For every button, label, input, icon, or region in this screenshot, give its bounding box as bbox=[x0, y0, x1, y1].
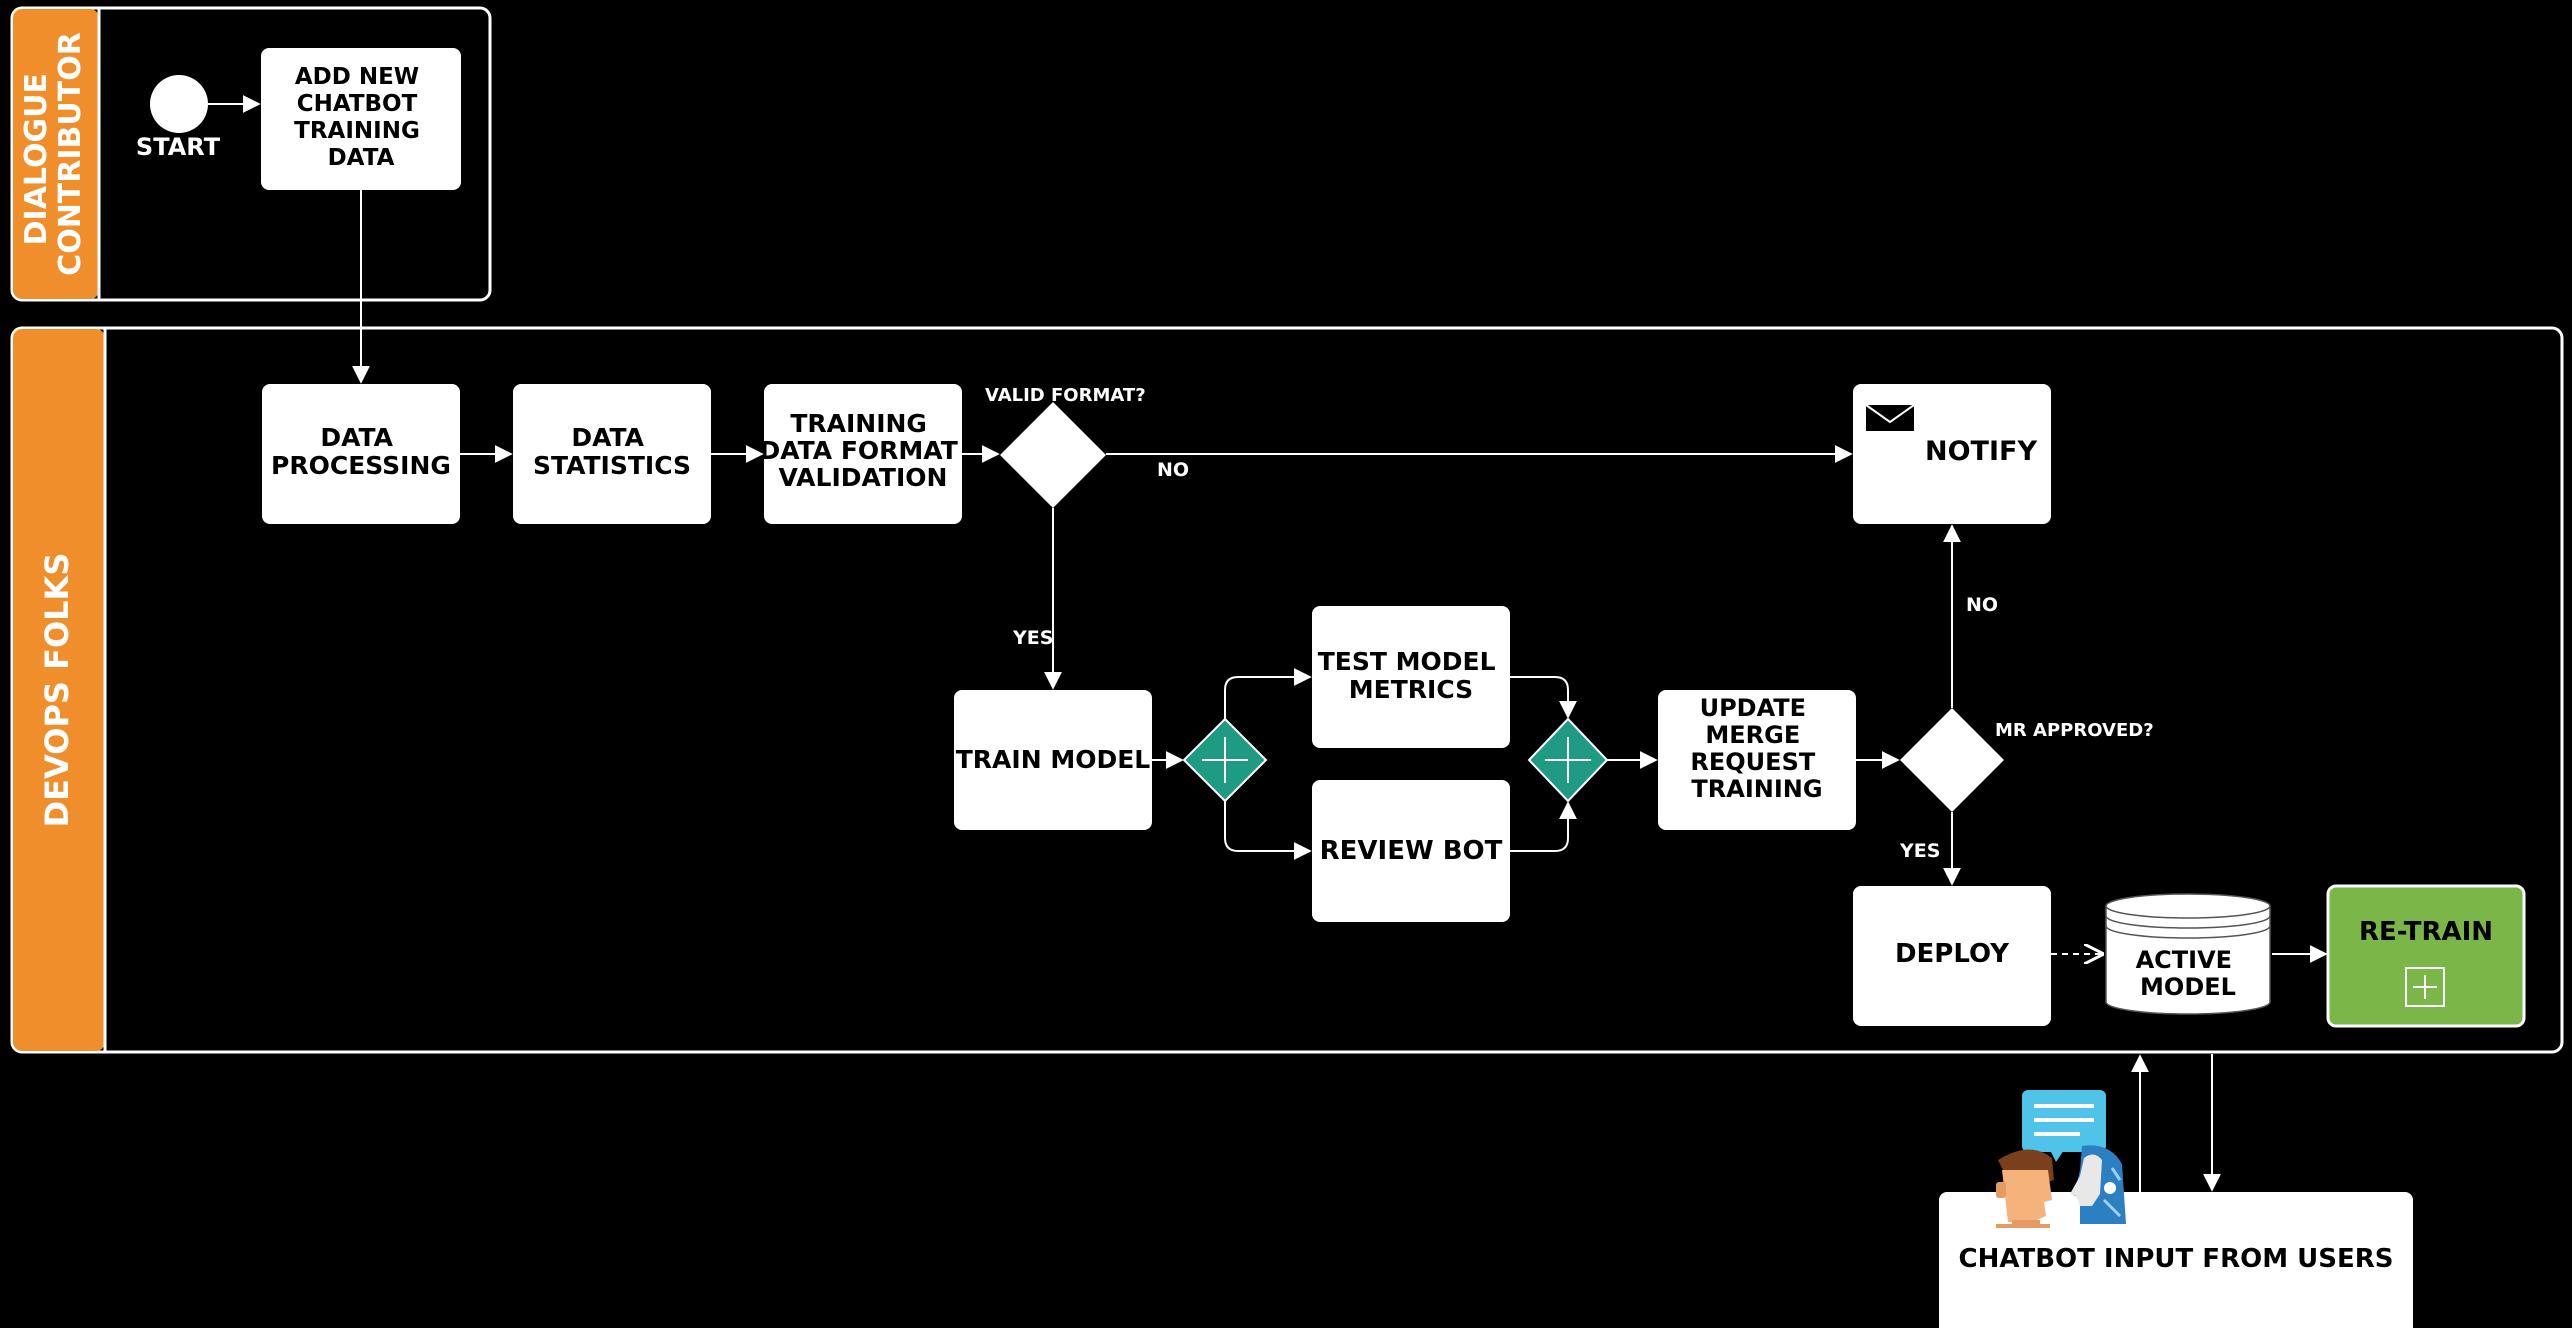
human-face-icon bbox=[1996, 1149, 2054, 1228]
svg-text:ACTIVE MODEL: ACTIVE MODEL bbox=[2136, 946, 2241, 1001]
task-add-training-data[interactable]: ADD NEW CHATBOT TRAINING DATA bbox=[261, 48, 461, 190]
start-event[interactable]: START bbox=[136, 75, 221, 161]
gateway-mr-approved[interactable]: MR APPROVED? bbox=[1900, 708, 2154, 812]
subprocess-retrain[interactable]: RE-TRAIN bbox=[2326, 884, 2526, 1028]
edge-label-mr-yes: YES bbox=[1899, 840, 1940, 862]
data-store-active-model[interactable]: ACTIVE MODEL bbox=[2105, 893, 2271, 1015]
svg-text:NOTIFY: NOTIFY bbox=[1925, 436, 2037, 467]
svg-text:TEST MODEL METRICS: TEST MODEL METRICS bbox=[1318, 647, 1505, 704]
task-format-validation[interactable]: TRAINING DATA FORMAT VALIDATION bbox=[760, 384, 967, 524]
svg-text:TRAIN MODEL: TRAIN MODEL bbox=[956, 745, 1151, 774]
task-review-bot[interactable]: REVIEW BOT bbox=[1312, 780, 1510, 922]
svg-text:DATA PROCESSING: DATA PROCESSING bbox=[271, 423, 451, 480]
edge-label-mr-no: NO bbox=[1966, 594, 1998, 616]
plus-marker-icon bbox=[2405, 967, 2445, 1007]
svg-text:DEPLOY: DEPLOY bbox=[1895, 939, 2010, 969]
task-chatbot-input[interactable]: CHATBOT INPUT FROM USERS bbox=[1939, 1192, 2413, 1328]
robot-face-icon bbox=[2070, 1145, 2126, 1224]
svg-text:REVIEW BOT: REVIEW BOT bbox=[1320, 836, 1503, 866]
svg-text:CHATBOT INPUT FROM USERS: CHATBOT INPUT FROM USERS bbox=[1959, 1244, 2394, 1274]
chat-bubble-icon bbox=[2022, 1090, 2106, 1162]
svg-text:RE-TRAIN: RE-TRAIN bbox=[2359, 917, 2493, 947]
edge-label-valid-no: NO bbox=[1157, 459, 1189, 481]
task-test-model-metrics[interactable]: TEST MODEL METRICS bbox=[1312, 606, 1510, 748]
task-update-merge-request[interactable]: UPDATE MERGE REQUEST TRAINING bbox=[1658, 690, 1856, 830]
lane-label-dialogue-contributor: DIALOGUE CONTRIBUTOR bbox=[19, 32, 88, 276]
svg-text:UPDATE MERGE REQUE: UPDATE MERGE REQUEST TRAINING bbox=[1690, 694, 1823, 803]
svg-text:DATA STATISTICS: DATA STATISTICS bbox=[533, 423, 691, 480]
start-label: START bbox=[136, 133, 221, 161]
task-notify[interactable]: NOTIFY bbox=[1853, 384, 2051, 524]
lane-label-devops-folks: DEVOPS FOLKS bbox=[38, 553, 76, 828]
gateway-label-valid-format: VALID FORMAT? bbox=[985, 385, 1146, 406]
gateway-valid-format[interactable]: VALID FORMAT? bbox=[985, 385, 1146, 508]
task-data-processing[interactable]: DATA PROCESSING bbox=[262, 384, 460, 524]
svg-text:TRAINING DATA FORMAT: TRAINING DATA FORMAT VALIDATION bbox=[760, 409, 967, 492]
sequence-flows bbox=[208, 95, 2328, 1192]
task-data-statistics[interactable]: DATA STATISTICS bbox=[513, 384, 711, 524]
edge-label-valid-yes: YES bbox=[1012, 627, 1053, 649]
parallel-gateway-join[interactable] bbox=[1527, 717, 1609, 803]
gateway-label-mr-approved: MR APPROVED? bbox=[1995, 720, 2154, 741]
svg-text:ADD NEW CHATBOT TR: ADD NEW CHATBOT TRAINING DATA bbox=[294, 64, 428, 171]
envelope-icon bbox=[1865, 404, 1915, 431]
task-train-model[interactable]: TRAIN MODEL bbox=[954, 690, 1152, 830]
task-deploy[interactable]: DEPLOY bbox=[1853, 886, 2051, 1026]
